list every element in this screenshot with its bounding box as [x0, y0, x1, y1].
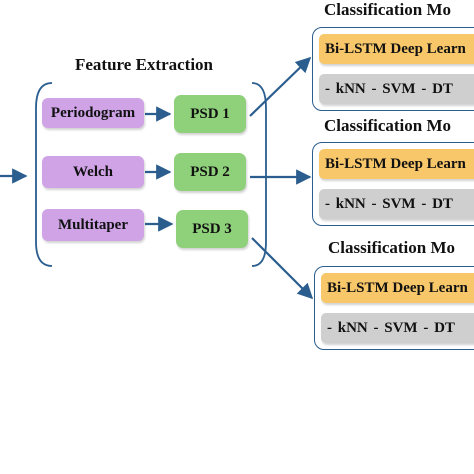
classification-module-2-title: Classification Mo [324, 116, 452, 135]
psd-3: PSD 3 [176, 210, 248, 248]
arrow-to-module-3 [251, 237, 314, 300]
classification-module-1: Bi-LSTM Deep Learn - kNN - SVM - DT [312, 27, 474, 111]
feature-extraction-title: Feature Extraction [75, 55, 214, 74]
feature-extraction-bracket [35, 82, 53, 267]
psd-2: PSD 2 [174, 153, 246, 191]
classification-module-3: Bi-LSTM Deep Learn - kNN - SVM - DT [314, 266, 474, 350]
classification-module-2: Bi-LSTM Deep Learn - kNN - SVM - DT [312, 142, 474, 226]
ml-methods-label-2: - kNN - SVM - DT [319, 189, 474, 219]
deep-learning-label-3: Bi-LSTM Deep Learn [321, 273, 474, 303]
method-welch: Welch [42, 156, 144, 188]
deep-learning-label-1: Bi-LSTM Deep Learn [319, 34, 474, 64]
deep-learning-label-2: Bi-LSTM Deep Learn [319, 149, 474, 179]
feature-extraction-bracket-right [251, 82, 267, 267]
ml-methods-label-3: - kNN - SVM - DT [321, 313, 474, 343]
classification-module-1-title: Classification Mo [324, 0, 452, 19]
method-periodogram: Periodogram [42, 98, 144, 128]
classification-module-3-title: Classification Mo [328, 238, 456, 257]
method-multitaper: Multitaper [42, 209, 144, 241]
psd-1: PSD 1 [174, 95, 246, 133]
ml-methods-label-1: - kNN - SVM - DT [319, 74, 474, 104]
arrow-to-module-1 [249, 56, 312, 117]
